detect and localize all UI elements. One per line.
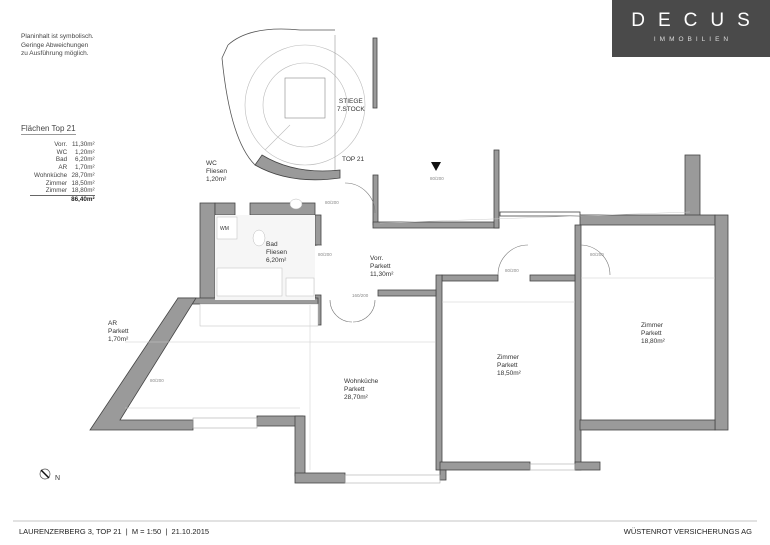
stair-wall-outer [227, 28, 335, 46]
room-area: 28,70m² [71, 171, 95, 179]
stair-outline [244, 44, 366, 166]
room-name: Zimmer [30, 187, 68, 196]
entrance-marker-icon [431, 162, 441, 171]
room-name: Bad [55, 156, 68, 164]
disclaimer-note: Planinhalt ist symbolisch. Geringe Abwei… [21, 33, 94, 59]
room-name: WC [56, 148, 68, 156]
door-size: 80/200 [318, 252, 332, 257]
area-row: AR 1,70m² [30, 164, 95, 172]
room-area: 6,20m² [75, 156, 95, 164]
door-size: 80/200 [430, 176, 444, 181]
areas-title: Flächen Top 21 [21, 124, 76, 135]
north-arrow-icon [39, 468, 51, 480]
doors [293, 182, 611, 323]
door-size: 80/200 [590, 252, 604, 257]
door-size: 80/200 [325, 200, 339, 205]
area-row: Bad 6,20m² [30, 156, 95, 164]
area-total: 86,40m² [71, 195, 95, 203]
logo-name: DECUS [631, 10, 763, 31]
walls [89, 37, 729, 484]
room-name: Zimmer [45, 179, 68, 187]
stair-wall-segment [254, 154, 341, 181]
room-area: 18,50m² [71, 179, 95, 187]
room-name: Vorr. [54, 141, 68, 148]
dimension-lines [125, 211, 715, 470]
note-line: Geringe Abweichungen [21, 41, 89, 49]
areas-table: Vorr.11,30m² WC 1,20m² Bad 6,20m² AR 1,70m²… [30, 141, 95, 204]
stair-core [284, 77, 326, 119]
north-label: N [55, 475, 61, 482]
note-line: Planinhalt ist symbolisch. [21, 33, 94, 40]
door-size: 160/200 [352, 293, 369, 298]
door-size: 80/200 [150, 378, 164, 383]
area-row: Vorr.11,30m² [30, 141, 95, 149]
note-line: zu Ausführung möglich. [21, 50, 89, 57]
area-row: WC 1,20m² [30, 149, 95, 157]
bathroom-fixtures [199, 198, 319, 327]
stair-inner [262, 62, 348, 148]
entrance-label: TOP 21 [342, 156, 365, 163]
area-total-row: 86,40m² [30, 195, 95, 203]
room-area: 1,20m² [75, 148, 95, 156]
windows [192, 417, 576, 484]
footer-project-info: LAURENZERBERG 3, TOP 21 | M = 1:50 | 21.… [19, 527, 210, 536]
room-name: Wohnküche [34, 171, 68, 179]
room-area: 11,30m² [71, 141, 95, 148]
room-area: 1,70m² [75, 164, 95, 172]
room-name: AR [58, 164, 68, 172]
room-area: 18,80m² [67, 187, 95, 196]
logo-sub: IMMOBILIEN [653, 36, 733, 43]
footer-divider [13, 520, 757, 522]
door-size: 80/200 [505, 268, 519, 273]
footer-client: WÜSTENROT VERSICHERUNGS AG [623, 527, 752, 536]
decus-logo: DECUS IMMOBILIEN [612, 0, 770, 57]
washing-machine-label: WM [220, 226, 229, 232]
